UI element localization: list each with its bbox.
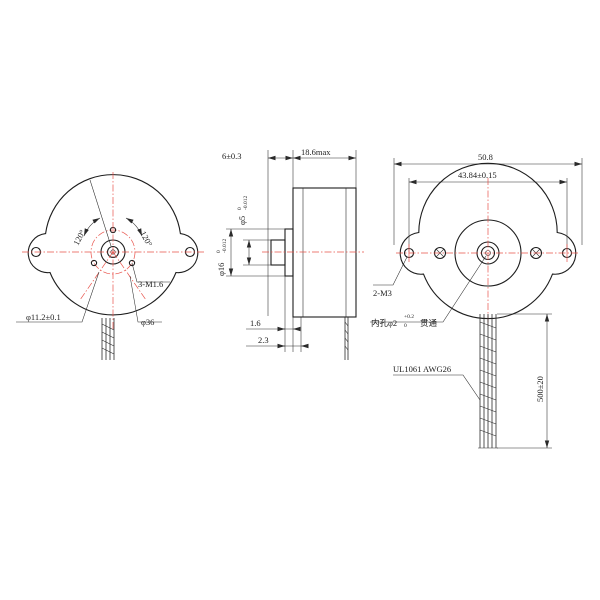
front-thread-label: 3-M1.6 — [138, 279, 163, 289]
side-cable — [344, 317, 349, 360]
side-flange-label: 6±0.3 — [222, 151, 242, 161]
side-boss-tol-lower: -0.012 — [222, 239, 228, 253]
side-shaft-dia-label: φ5 — [237, 216, 247, 225]
front-thread-leader — [131, 262, 170, 283]
front-thread-hole-3 — [128, 259, 136, 267]
front-cable — [101, 318, 115, 360]
side-shaft-dia-group: φ5 0 -0.012 — [237, 196, 249, 225]
front-thread-hole-2 — [90, 259, 98, 267]
side-boss-tol-upper: 0 — [216, 250, 222, 253]
rear-bore-label: 内孔φ2 — [371, 318, 397, 328]
rear-cable-spec-label: UL1061 AWG26 — [393, 364, 451, 374]
rear-overall-label: 50.8 — [478, 152, 493, 162]
rear-bore-tol-upper: +0.2 — [404, 314, 414, 320]
front-centerline-diag-1 — [79, 251, 114, 301]
front-centerline-diag-2 — [112, 251, 147, 301]
rear-cable-spec-leader — [393, 374, 481, 401]
rear-mount-label: 2-M3 — [373, 288, 392, 298]
side-shaft-tol-lower: -0.012 — [243, 196, 249, 210]
rear-bore-tol-lower: 0 — [404, 323, 407, 329]
front-top-leader — [89, 179, 112, 247]
side-shaft — [270, 239, 286, 266]
front-angle-right-label: 120° — [138, 229, 154, 248]
side-boss-label: 2.3 — [258, 335, 269, 345]
front-body-outline — [27, 174, 199, 316]
front-body-dia-label: φ36 — [141, 317, 154, 327]
side-body-label: 18.6max — [301, 147, 331, 157]
rear-bore-suffix: 贯通 — [420, 318, 438, 328]
rear-body-outline — [399, 162, 577, 320]
rear-bore-leader — [370, 255, 487, 323]
side-boss-dia-label: φ16 — [216, 263, 226, 276]
rear-cable-length-label: 500±20 — [535, 376, 545, 402]
side-boss — [284, 228, 294, 277]
front-angle-arc-right — [125, 217, 143, 237]
front-view: 120° 120° 3-M1.6 φ11.2±0.1 φ36 — [16, 172, 204, 360]
rear-mount-leader — [373, 256, 408, 286]
front-angle-arc-left — [83, 217, 101, 237]
front-pcd-label: φ11.2±0.1 — [26, 312, 61, 322]
front-angle-left-label: 120° — [71, 228, 87, 247]
side-small-label: 1.6 — [250, 318, 261, 328]
side-shaft-tol-upper: 0 — [237, 207, 243, 210]
rear-view: 50.8 43.84±0.15 2-M3 — [370, 152, 583, 449]
side-boss-dia-group: φ16 0 -0.012 — [216, 239, 228, 276]
side-view: 6±0.3 18.6max φ16 0 -0.012 φ5 0 -0.012 — [216, 147, 364, 360]
rear-cable — [478, 314, 498, 449]
side-body — [292, 187, 357, 318]
front-pcd-leader — [16, 271, 100, 323]
rear-bore-group: 内孔φ2 +0.2 0 贯通 — [371, 314, 438, 329]
front-body-dia-leader — [129, 275, 162, 323]
rear-holes-label: 43.84±0.15 — [458, 170, 497, 180]
